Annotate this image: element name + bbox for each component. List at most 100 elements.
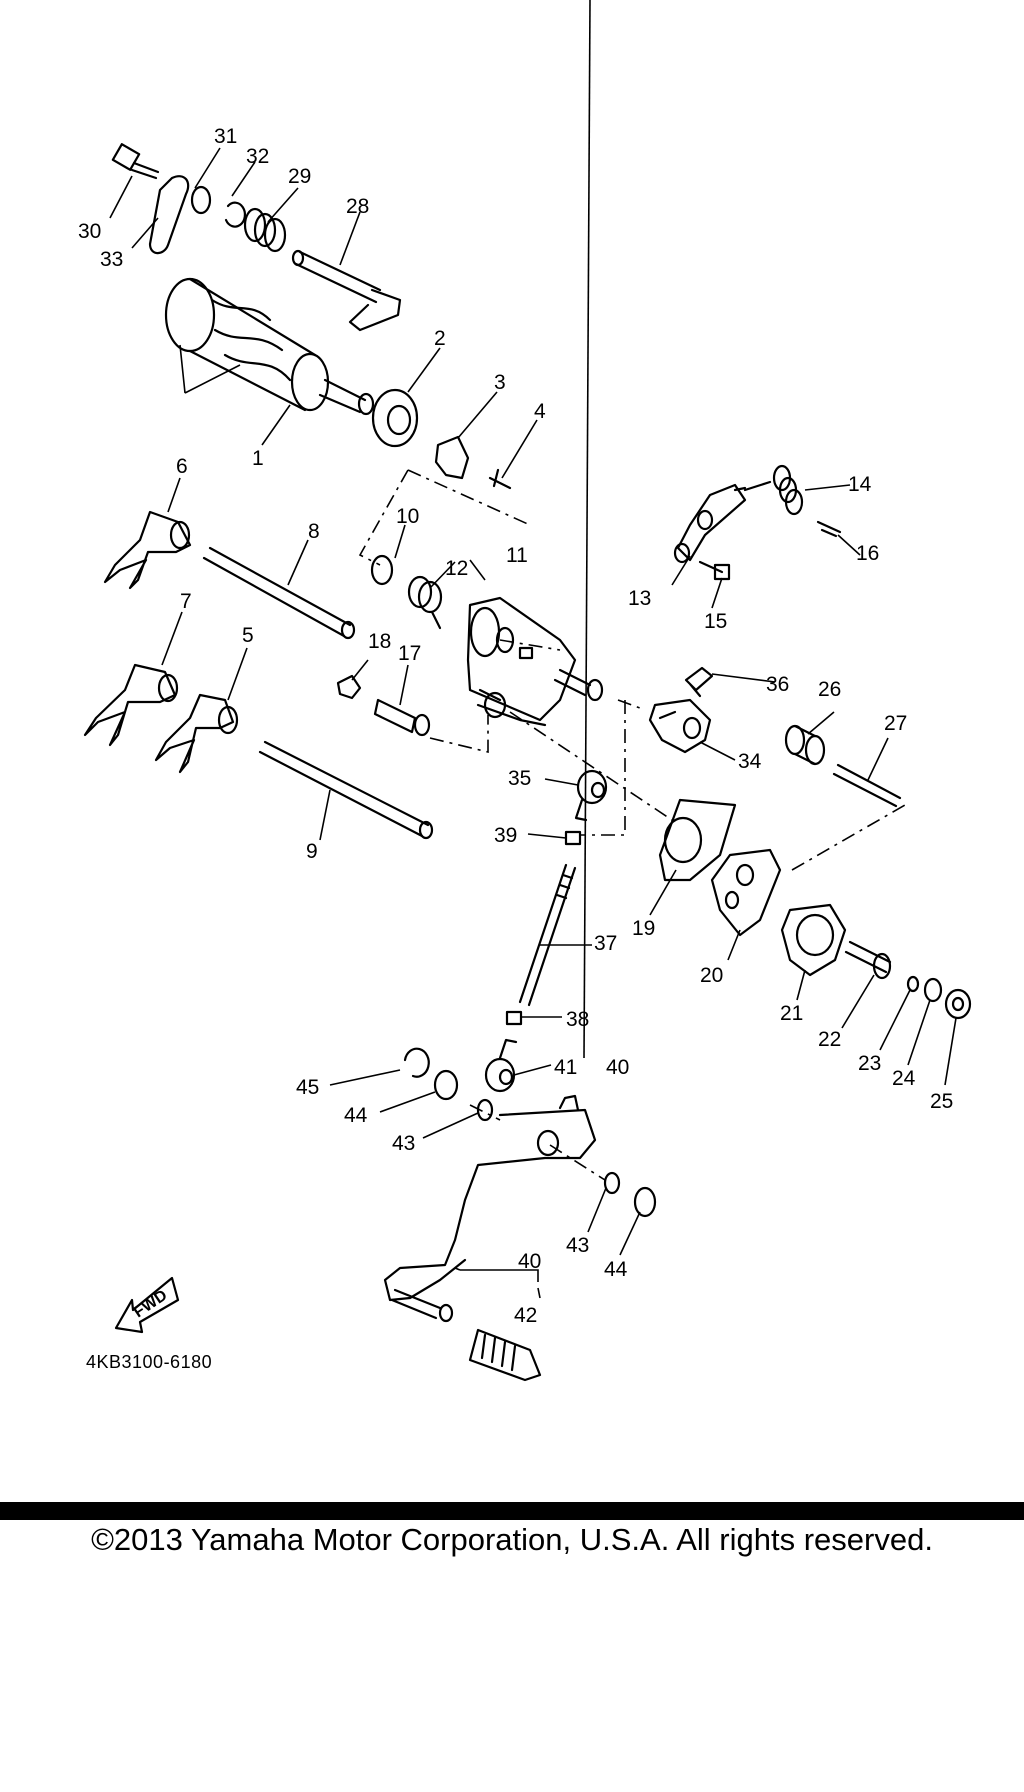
callout-20: 20 <box>700 964 723 987</box>
callout-5: 5 <box>242 624 254 647</box>
callout-29: 29 <box>288 165 311 188</box>
callout-14: 14 <box>848 473 872 496</box>
part-5-fork <box>154 693 235 774</box>
part-39-nut <box>564 830 582 846</box>
callout-3: 3 <box>494 371 506 394</box>
callout-32: 32 <box>246 145 269 168</box>
callout-39: 39 <box>494 824 517 847</box>
part-19-arm <box>658 798 737 882</box>
part-38-nut <box>505 1010 523 1026</box>
part-11-shift-lever <box>466 596 604 727</box>
callout-23: 23 <box>858 1052 881 1075</box>
copyright-notice: ©2013 Yamaha Motor Corporation, U.S.A. A… <box>91 1522 933 1557</box>
part-14-spring <box>743 464 804 516</box>
part-17-bolt <box>373 698 431 737</box>
callout-33: 33 <box>100 248 123 271</box>
part-4-screw <box>488 468 512 490</box>
callout-10: 10 <box>396 505 419 528</box>
part-24-washer <box>923 977 943 1003</box>
part-13-stopper-lever <box>673 483 747 564</box>
part-33-lever <box>148 175 190 255</box>
callout-31: 31 <box>214 125 237 148</box>
part-30-bolt <box>111 143 160 180</box>
callout-26: 26 <box>818 678 841 701</box>
callout-2: 2 <box>434 327 446 350</box>
part-44-washer-bottom <box>633 1186 657 1218</box>
part-16-pin <box>816 520 842 538</box>
callout-30: 30 <box>78 220 101 243</box>
callout-24: 24 <box>892 1067 916 1090</box>
callout-43-top: 43 <box>392 1132 415 1155</box>
callout-1: 1 <box>252 447 264 470</box>
callout-13: 13 <box>628 587 651 610</box>
part-26-collar <box>784 724 826 766</box>
footer-divider <box>0 1502 1024 1520</box>
callout-25: 25 <box>930 1090 953 1113</box>
part-9-rod <box>258 740 434 840</box>
callout-28: 28 <box>346 195 369 218</box>
part-25-nut <box>944 988 972 1020</box>
callout-21: 21 <box>780 1002 803 1025</box>
callout-41: 41 <box>554 1056 577 1079</box>
callout-15: 15 <box>704 610 727 633</box>
part-31-washer <box>190 185 212 215</box>
callout-17: 17 <box>398 642 421 665</box>
callout-40-top: 40 <box>606 1056 629 1079</box>
callout-45: 45 <box>296 1076 319 1099</box>
callout-37: 37 <box>594 932 617 955</box>
part-29-spring <box>243 207 287 253</box>
callout-9: 9 <box>306 840 318 863</box>
callout-4: 4 <box>534 400 546 423</box>
callout-6: 6 <box>176 455 188 478</box>
part-21-hub <box>780 903 847 977</box>
callout-35: 35 <box>508 767 531 790</box>
callout-19: 19 <box>632 917 655 940</box>
callout-34: 34 <box>738 750 762 773</box>
callout-18: 18 <box>368 630 391 653</box>
part-8-rod <box>202 546 356 640</box>
part-10-washer <box>370 554 394 586</box>
fwd-arrow-icon: FWD <box>114 1276 180 1334</box>
part-27-pin <box>832 763 902 808</box>
part-37-rod <box>518 863 577 1007</box>
part-7-fork <box>83 663 177 747</box>
callout-44-top: 44 <box>344 1104 368 1127</box>
callout-8: 8 <box>308 520 320 543</box>
callout-27: 27 <box>884 712 907 735</box>
part-34-clamp <box>648 698 712 754</box>
part-12-spring <box>407 575 443 630</box>
part-code: 4KB3100-6180 <box>86 1352 212 1372</box>
part-36-bolt <box>684 666 714 698</box>
part-28-shift-shaft <box>291 249 402 332</box>
part-6-fork <box>103 510 192 590</box>
exploded-view: FWD <box>78 0 972 1382</box>
part-3-segment <box>434 435 470 480</box>
part-2-bearing <box>371 388 419 448</box>
callout-36: 36 <box>766 673 789 696</box>
callout-12: 12 <box>445 557 468 580</box>
parts-diagram: FWD <box>78 0 972 1382</box>
part-44-washer-top <box>433 1069 459 1101</box>
callout-44-bottom: 44 <box>604 1258 628 1281</box>
callout-43-bottom: 43 <box>566 1234 589 1257</box>
part-1-shift-drum <box>164 277 375 416</box>
part-23-ring <box>906 975 920 993</box>
callout-11: 11 <box>506 544 528 567</box>
part-22-bolt <box>844 940 892 980</box>
part-32-clip <box>224 201 247 228</box>
callout-42: 42 <box>514 1304 537 1327</box>
part-35-joint <box>574 769 608 822</box>
part-41-joint <box>484 1038 518 1093</box>
callout-40-bottom: 40 <box>518 1250 541 1273</box>
callout-labels: 31 32 29 28 30 33 1 2 3 4 6 8 7 5 9 10 1… <box>78 125 953 1327</box>
part-18-clip <box>336 674 362 700</box>
part-43-seal-top <box>476 1098 494 1122</box>
callout-22: 22 <box>818 1028 841 1051</box>
leader-lines <box>109 0 957 1299</box>
part-20-plate <box>710 848 782 937</box>
part-45-clip <box>403 1047 430 1078</box>
callout-16: 16 <box>856 542 879 565</box>
callout-38: 38 <box>566 1008 589 1031</box>
part-43-seal-bottom <box>603 1171 621 1195</box>
part-42-rubber <box>468 1328 542 1382</box>
